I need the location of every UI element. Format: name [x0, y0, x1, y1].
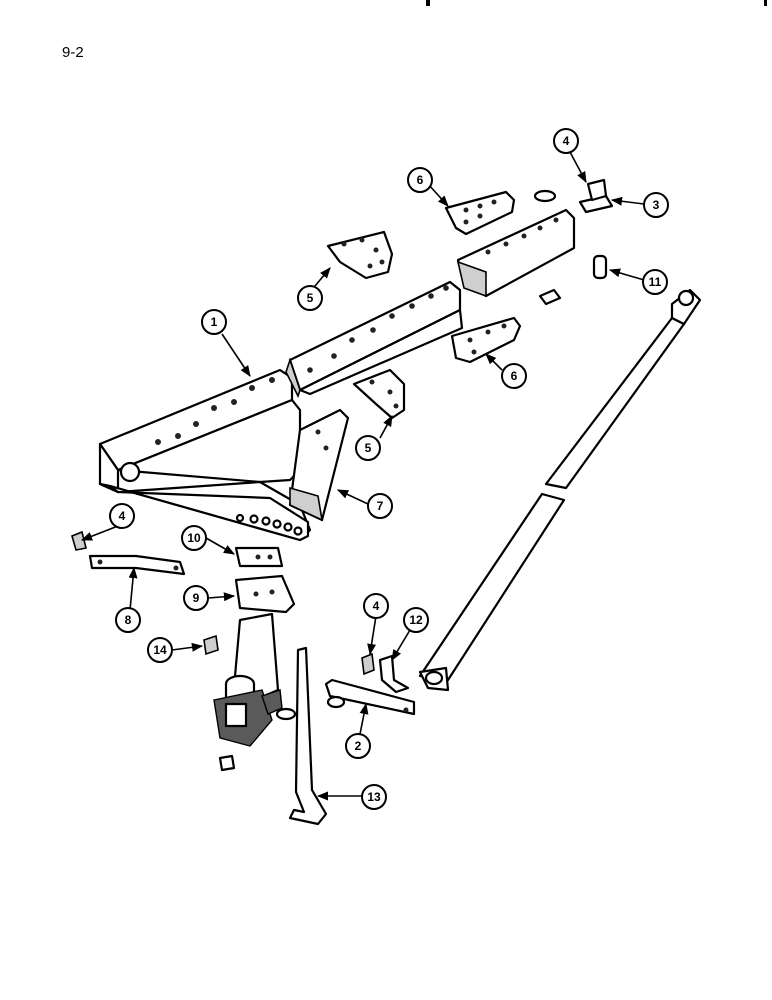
jack-stand [213, 612, 283, 772]
callout-6-lower: 6 [501, 363, 527, 389]
callout-10: 10 [181, 525, 207, 551]
page-number: 9-2 [62, 44, 84, 61]
part-5-plate-lower [352, 368, 406, 420]
part-4-clip-top [586, 178, 608, 202]
part-1-main-frame [98, 280, 464, 542]
svg-text:9: 9 [193, 591, 200, 605]
leader-lines [80, 151, 645, 801]
svg-text:12: 12 [409, 613, 423, 627]
svg-text:8: 8 [125, 613, 132, 627]
callout-5-upper: 5 [297, 285, 323, 311]
callout-5-lower: 5 [355, 435, 381, 461]
part-4-clip-mid [361, 652, 375, 676]
part-6-plate-lower [450, 316, 522, 364]
callout-6-upper: 6 [407, 167, 433, 193]
part-9-pad [234, 574, 296, 614]
callout-14: 14 [147, 637, 173, 663]
callout-3: 3 [643, 192, 669, 218]
drawbar-tube [418, 288, 702, 692]
svg-text:2: 2 [355, 739, 362, 753]
svg-text:1: 1 [211, 315, 218, 329]
svg-text:4: 4 [373, 599, 380, 613]
svg-text:13: 13 [367, 790, 381, 804]
washer-small [275, 707, 297, 721]
part-11-pin [592, 254, 608, 280]
callout-11: 11 [642, 269, 668, 295]
part-12-clip [378, 654, 410, 694]
part-8-bracket [88, 554, 186, 576]
part-5-plate-upper [326, 230, 394, 280]
svg-text:11: 11 [649, 275, 662, 289]
part-14-clip [203, 634, 219, 656]
svg-text:4: 4 [119, 509, 126, 523]
callout-7: 7 [367, 493, 393, 519]
svg-text:5: 5 [307, 291, 314, 305]
part-13-rod [288, 646, 328, 826]
part-10-pad [234, 546, 284, 568]
part-4-clip-left [71, 530, 87, 551]
callout-12: 12 [403, 607, 429, 633]
svg-text:7: 7 [377, 499, 384, 513]
svg-text:6: 6 [417, 173, 424, 187]
part-6-plate-upper [444, 190, 516, 236]
part-2-bracket [324, 678, 416, 716]
callout-4-mid: 4 [363, 593, 389, 619]
svg-text:4: 4 [563, 134, 570, 148]
square-nut [538, 288, 562, 306]
svg-text:6: 6 [511, 369, 518, 383]
svg-text:10: 10 [187, 531, 201, 545]
callout-8: 8 [115, 607, 141, 633]
svg-text:5: 5 [365, 441, 372, 455]
washer [533, 189, 557, 203]
svg-text:3: 3 [653, 198, 660, 212]
callout-13: 13 [361, 784, 387, 810]
callout-1: 1 [201, 309, 227, 335]
callout-9: 9 [183, 585, 209, 611]
upper-beam [456, 208, 576, 298]
part-7-brace [288, 408, 350, 522]
callout-2: 2 [345, 733, 371, 759]
callout-4-left: 4 [109, 503, 135, 529]
top-edge-mark [426, 0, 430, 6]
top-edge-mark [764, 0, 767, 6]
callout-4-top: 4 [553, 128, 579, 154]
svg-text:14: 14 [153, 643, 167, 657]
